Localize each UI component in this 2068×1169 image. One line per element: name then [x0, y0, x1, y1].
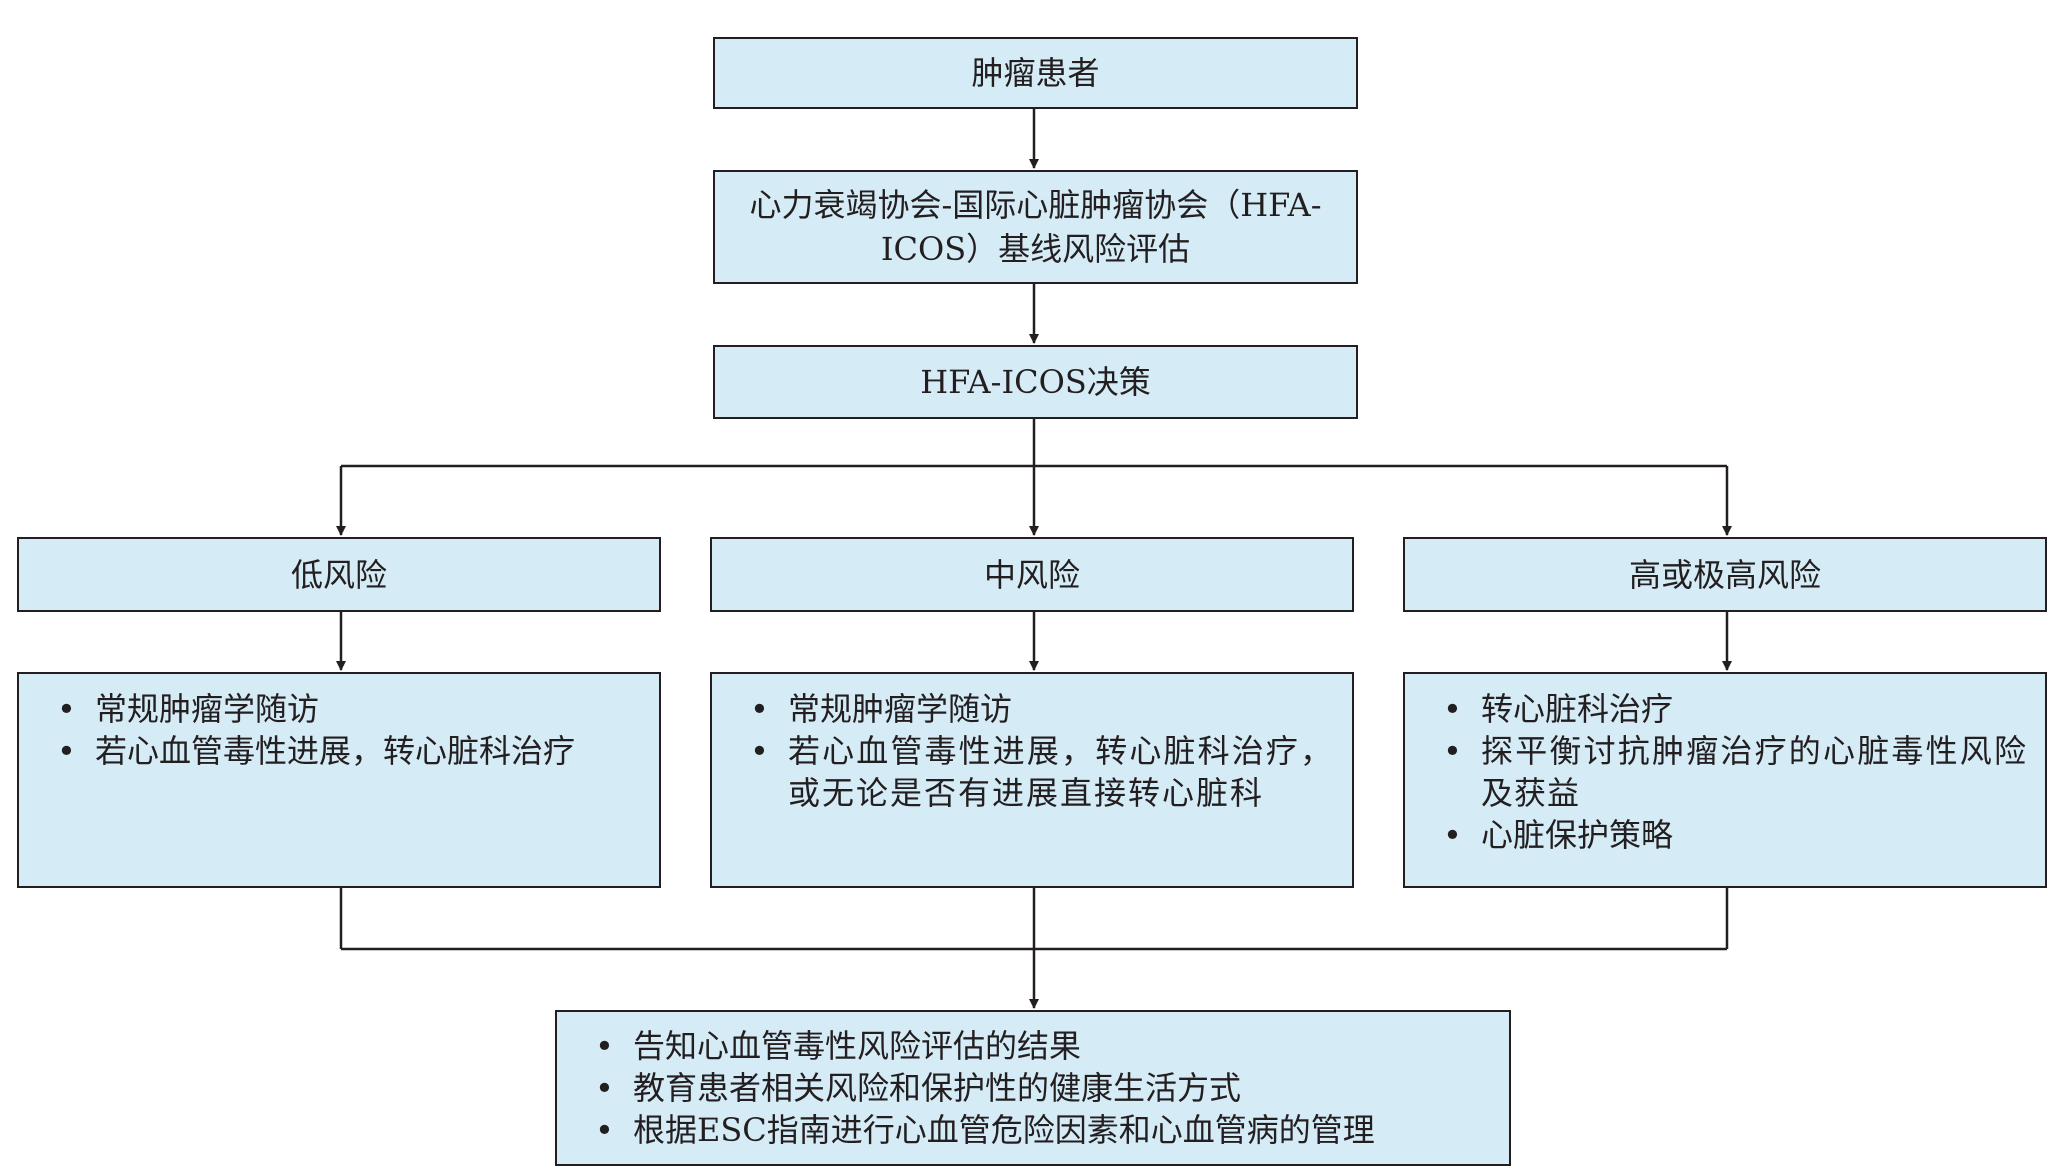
low-risk-actions-list: 常规肿瘤学随访 若心血管毒性进展，转心脏科治疗: [53, 688, 641, 772]
low-risk-box: 低风险: [17, 537, 661, 612]
high-risk-actions-list: 转心脏科治疗 探平衡讨抗肿瘤治疗的心脏毒性风险及获益 心脏保护策略: [1439, 688, 2027, 856]
list-item: 常规肿瘤学随访: [746, 688, 1334, 730]
mid-risk-label: 中风险: [983, 555, 1080, 594]
decision-box: HFA-ICOS决策: [713, 345, 1358, 419]
mid-risk-actions-box: 常规肿瘤学随访 若心血管毒性进展，转心脏科治疗，或无论是否有进展直接转心脏科: [710, 672, 1354, 888]
baseline-label-line1: 心力衰竭协会-国际心脏肿瘤协会（HFA-: [749, 186, 1322, 224]
list-item: 探平衡讨抗肿瘤治疗的心脏毒性风险及获益: [1439, 730, 2027, 814]
final-actions-list: 告知心血管毒性风险评估的结果 教育患者相关风险和保护性的健康生活方式 根据ESC…: [591, 1025, 1491, 1151]
low-risk-actions-box: 常规肿瘤学随访 若心血管毒性进展，转心脏科治疗: [17, 672, 661, 888]
mid-risk-box: 中风险: [710, 537, 1354, 612]
high-risk-actions-box: 转心脏科治疗 探平衡讨抗肿瘤治疗的心脏毒性风险及获益 心脏保护策略: [1403, 672, 2047, 888]
list-item: 根据ESC指南进行心血管危险因素和心血管病的管理: [591, 1109, 1491, 1151]
high-risk-box: 高或极高风险: [1403, 537, 2047, 612]
decision-label: HFA-ICOS决策: [920, 363, 1151, 401]
baseline-assessment-box: 心力衰竭协会-国际心脏肿瘤协会（HFA- ICOS）基线风险评估: [713, 170, 1358, 284]
mid-risk-actions-list: 常规肿瘤学随访 若心血管毒性进展，转心脏科治疗，或无论是否有进展直接转心脏科: [746, 688, 1334, 814]
list-item: 教育患者相关风险和保护性的健康生活方式: [591, 1067, 1491, 1109]
list-item: 告知心血管毒性风险评估的结果: [591, 1025, 1491, 1067]
final-actions-box: 告知心血管毒性风险评估的结果 教育患者相关风险和保护性的健康生活方式 根据ESC…: [555, 1010, 1511, 1166]
list-item: 若心血管毒性进展，转心脏科治疗，或无论是否有进展直接转心脏科: [746, 730, 1334, 814]
high-risk-label: 高或极高风险: [1628, 555, 1821, 594]
low-risk-label: 低风险: [290, 555, 387, 594]
baseline-label-line2: ICOS）基线风险评估: [880, 230, 1191, 268]
list-item: 心脏保护策略: [1439, 814, 2027, 856]
list-item: 常规肿瘤学随访: [53, 688, 641, 730]
patient-box: 肿瘤患者: [713, 37, 1358, 109]
patient-label: 肿瘤患者: [971, 54, 1100, 92]
list-item: 转心脏科治疗: [1439, 688, 2027, 730]
list-item: 若心血管毒性进展，转心脏科治疗: [53, 730, 641, 772]
